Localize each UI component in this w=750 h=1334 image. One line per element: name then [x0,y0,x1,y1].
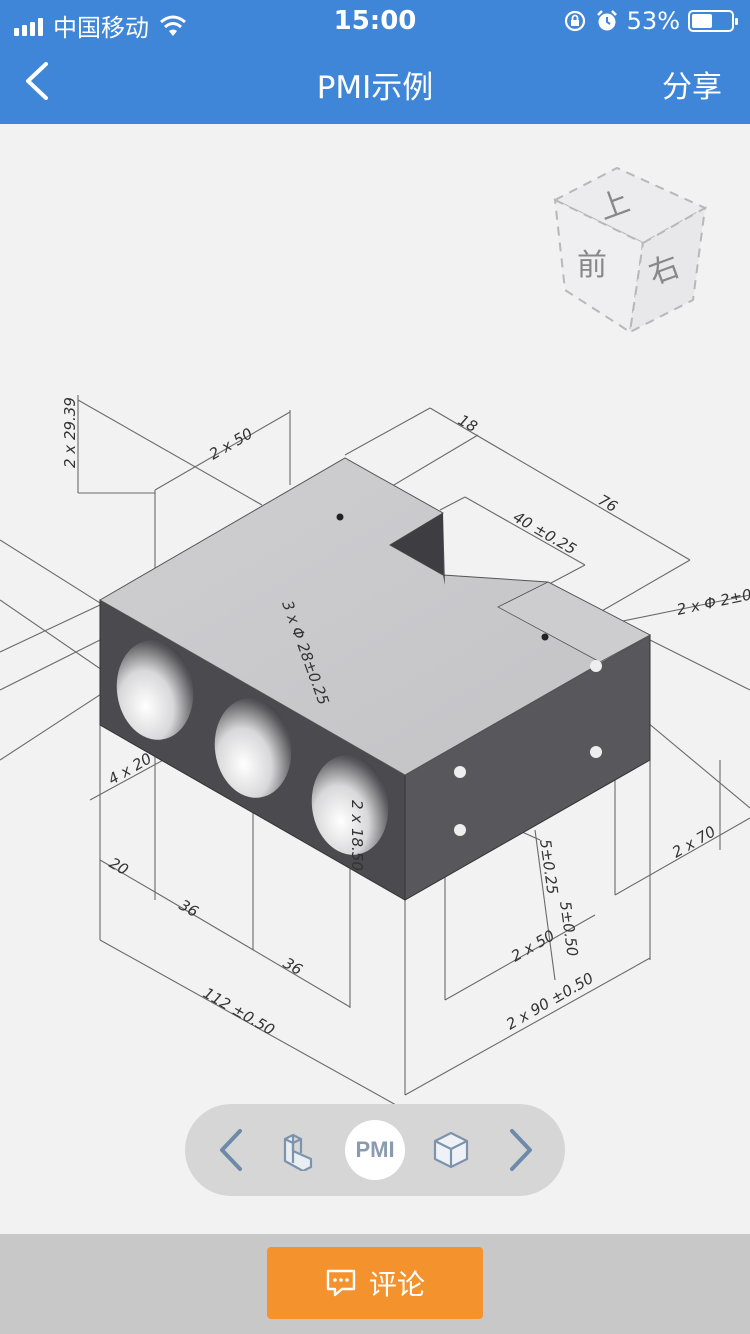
dim-2x50-top: 2 x 50 [206,424,256,463]
dim-2x90: 2 x 90 ±0.50 [503,969,597,1033]
dim-2x2939: 2 x 29.39 [61,397,79,468]
comment-icon [326,1269,356,1297]
part-model[interactable] [98,457,652,901]
battery-percent: 53% [626,7,680,35]
back-button[interactable] [14,56,64,106]
dim-4x20: 4 x 20 [105,749,155,788]
pmi-icon: PMI [355,1137,395,1162]
share-button[interactable]: 分享 [662,70,722,105]
dim-2x70: 2 x 70 [669,822,719,861]
dim-2phi: 2 x Φ 2±0 [675,585,750,618]
view-cube-front[interactable]: 前 [577,248,607,283]
battery-icon [688,10,738,32]
navigation-bar: PMI示例 分享 [0,40,750,124]
comment-label: 评论 [368,1268,425,1301]
status-bar: 中国移动 15:00 53% [0,0,750,42]
battery-fill [692,14,712,28]
prev-button[interactable] [211,1104,251,1196]
cube-view-button[interactable] [429,1104,473,1196]
wifi-icon [160,15,186,36]
dim-76: 76 [595,491,621,516]
part-model-button[interactable] [277,1104,321,1196]
top-bar: 中国移动 15:00 53% [0,0,750,124]
dim-20: 20 [106,854,132,879]
dim-5a: 5±0.25 [536,838,562,895]
carrier-label: 中国移动 [53,14,149,42]
status-time: 15:00 [333,6,417,36]
view-toolbar: PMI [185,1104,565,1196]
pmi-button[interactable]: PMI [345,1120,405,1180]
part-model-icon [283,1133,313,1171]
chevron-left-icon [220,1129,242,1171]
dim-5b: 5±0.50 [556,900,582,957]
comment-button[interactable]: 评论 [267,1247,483,1319]
model-drawing: 上 前 右 [0,166,750,1111]
view-cube[interactable]: 上 前 右 [552,166,708,334]
model-viewport[interactable]: 上 前 右 [0,124,750,1234]
orientation-lock-icon [564,10,585,32]
dim-112: 112 ±0.50 [200,984,278,1039]
page-title: PMI示例 [316,70,434,106]
signal-icon [14,16,43,36]
chevron-left-icon [26,62,48,100]
dim-18: 18 [455,411,481,436]
cube-view-icon [433,1131,469,1169]
chevron-right-icon [510,1129,532,1171]
dim-2x50-bot: 2 x 50 [508,926,558,965]
dim-2x1850: 2 x 18.50 [348,800,366,871]
dim-36b: 36 [280,954,306,979]
alarm-icon [596,10,617,31]
next-button[interactable] [501,1104,541,1196]
bottom-bar: 评论 [0,1234,750,1334]
dim-40: 40 ±0.25 [510,508,579,559]
